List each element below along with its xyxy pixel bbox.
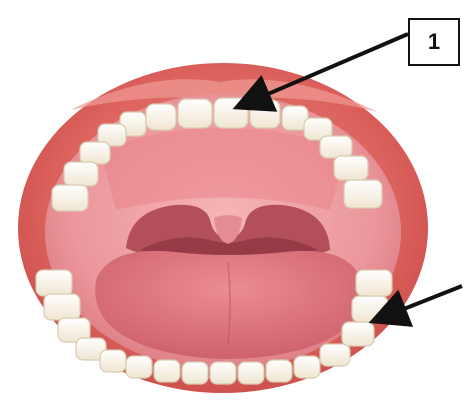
upper-front-tooth xyxy=(214,98,248,128)
label-1-text: 1 xyxy=(428,29,440,55)
label-1-box: 1 xyxy=(408,18,460,66)
